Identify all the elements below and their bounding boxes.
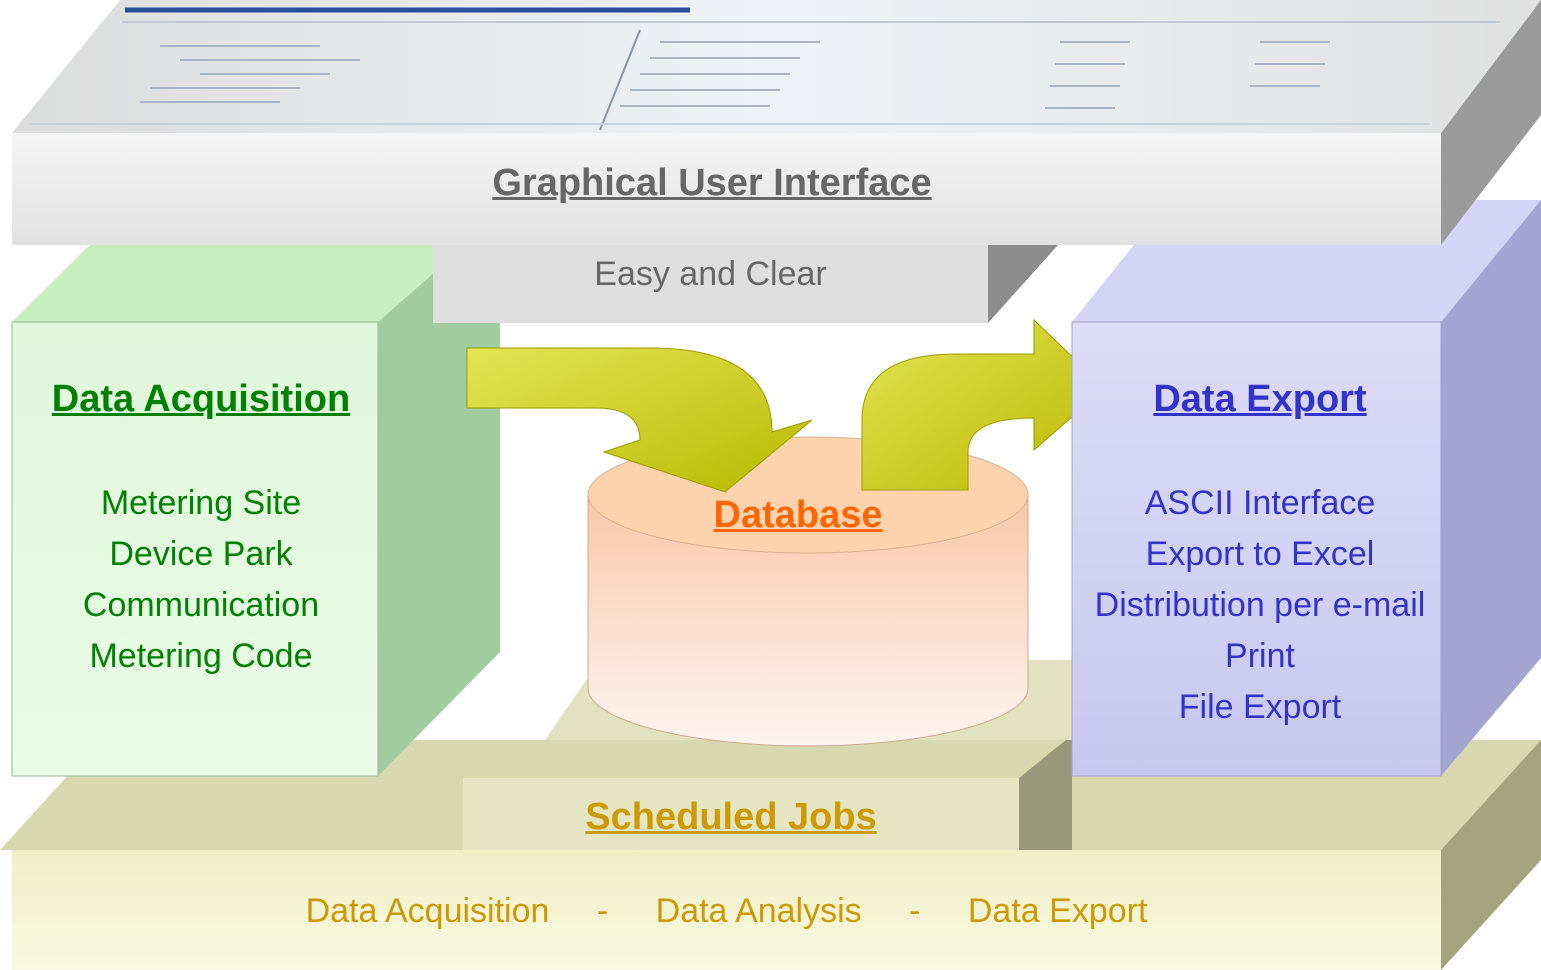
export-box-front (1071, 321, 1442, 777)
export-item: ASCII Interface (1144, 484, 1376, 522)
acquisition-item: Metering Site (100, 484, 302, 522)
jobs-slab-side (1441, 740, 1541, 970)
acquisition-box-front (11, 321, 379, 777)
database-body (587, 494, 1029, 747)
jobs-separator: - (596, 892, 609, 930)
export-item: Distribution per e-mail (1094, 586, 1426, 624)
gui-tab-front (433, 245, 988, 323)
data-export-list: ASCII Interface Export to Excel Distribu… (1072, 478, 1448, 733)
jobs-separator: - (909, 892, 921, 930)
scheduled-jobs-title: Scheduled Jobs (585, 796, 877, 838)
acquisition-item: Metering Code (89, 637, 313, 675)
gui-slab (12, 0, 1541, 323)
gui-title: Graphical User Interface (492, 162, 932, 204)
export-item: File Export (1178, 688, 1342, 726)
gui-screenshot-details (30, 7, 1500, 131)
arrow-into-database (466, 347, 813, 493)
gui-subtitle: Easy and Clear (594, 255, 827, 293)
jobs-tab-front (463, 778, 1019, 850)
gui-tab-side (988, 245, 1058, 323)
gui-screenshot-surface (12, 0, 1541, 133)
arrow-to-data-export (861, 318, 1106, 491)
export-box-side (1441, 200, 1541, 776)
jobs-tab-side (1019, 735, 1072, 850)
data-acquisition-title: Data Acquisition (51, 378, 351, 420)
export-item: Print (1225, 637, 1295, 675)
export-item: Export to Excel (1145, 535, 1375, 573)
jobs-slab-front (12, 850, 1441, 970)
data-export-title: Data Export (1153, 378, 1367, 420)
gui-slab-side (1441, 0, 1541, 245)
jobs-item: Data Acquisition (305, 892, 550, 930)
database-title: Database (713, 494, 883, 536)
acquisition-item: Device Park (109, 535, 293, 573)
jobs-item: Data Analysis (655, 892, 862, 930)
acquisition-item: Communication (82, 586, 320, 624)
gui-slab-front (12, 133, 1441, 245)
jobs-item: Data Export (967, 892, 1148, 930)
data-acquisition-list: Metering Site Device Park Communication … (12, 478, 390, 682)
scheduled-jobs-items: Data Acquisition - Data Analysis - Data … (12, 892, 1441, 931)
